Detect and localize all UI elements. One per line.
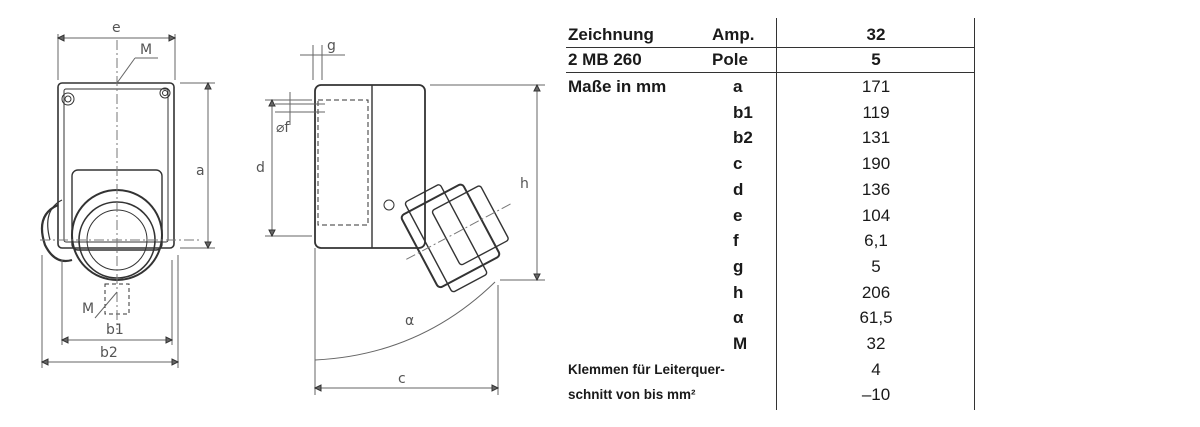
dim-label-b2: b2: [100, 345, 118, 361]
dimension-value: 206: [861, 282, 891, 302]
header-pole-value: 5: [871, 50, 881, 69]
dimension-key: b1: [733, 102, 753, 122]
dimension-value: 190: [861, 154, 891, 174]
dimension-key: e: [733, 205, 743, 225]
dimension-key: d: [733, 179, 744, 199]
table-divider-header: [566, 47, 974, 48]
footer-label-line2: schnitt von bis mm²: [568, 387, 696, 402]
dim-label-f: ⌀f: [276, 120, 290, 136]
dim-label-m-top: M: [140, 42, 152, 58]
footer-value-line1: 4: [871, 360, 881, 379]
dimension-value: 104: [861, 205, 891, 225]
dimension-value: 131: [861, 128, 891, 148]
table-divider-body: [566, 72, 974, 73]
technical-drawing: e M a M b1 b2 g ⌀f d h α c: [40, 20, 545, 395]
header-drawing-number: 2 MB 260: [568, 50, 642, 69]
dim-label-e: e: [112, 20, 121, 36]
dim-label-c: c: [398, 371, 406, 387]
dimension-value: 136: [861, 179, 891, 199]
dimension-key: a: [733, 77, 743, 96]
dim-label-d: d: [256, 160, 265, 176]
footer-label-line1: Klemmen für Leiterquer-: [568, 362, 725, 377]
dimensions-label: Maße in mm: [568, 77, 667, 96]
table-divider-vertical-left: [776, 18, 777, 410]
dimension-value: 5: [871, 256, 881, 276]
dimension-key: h: [733, 282, 744, 302]
header-pole-label: Pole: [712, 50, 748, 69]
dimension-value: 171: [861, 77, 891, 96]
dim-label-h: h: [520, 176, 529, 192]
front-view: [40, 34, 215, 368]
dim-label-a: a: [196, 163, 205, 179]
dimension-key: f: [733, 231, 739, 251]
dimension-value: 61,5: [859, 308, 893, 328]
dim-label-m-bottom: M: [82, 301, 94, 317]
side-view: [265, 45, 545, 395]
dimension-key: g: [733, 256, 744, 276]
dim-label-b1: b1: [106, 322, 124, 338]
dim-label-alpha: α: [405, 313, 414, 329]
dimension-key: c: [733, 154, 743, 174]
dimension-key: M: [733, 334, 748, 353]
header-amp-label: Amp.: [712, 25, 755, 44]
dimension-value: 119: [862, 102, 890, 122]
header-amp-value: 32: [866, 25, 886, 44]
dim-label-g: g: [327, 38, 336, 54]
header-drawing-label: Zeichnung: [568, 25, 654, 44]
dimension-key: α: [733, 308, 744, 328]
dimension-key: b2: [733, 128, 753, 148]
dimension-value: 6,1: [864, 231, 888, 251]
dimension-value: 32: [866, 334, 886, 353]
table-divider-vertical-right: [974, 18, 975, 410]
footer-value-line2: –10: [861, 385, 891, 404]
